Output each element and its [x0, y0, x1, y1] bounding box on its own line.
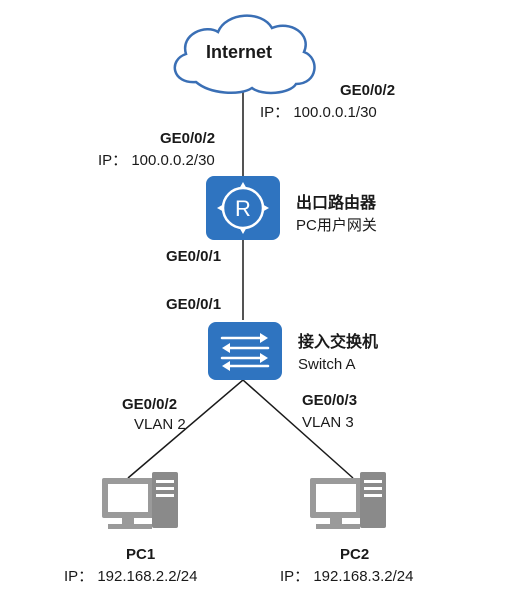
router-wan-port-ip: IP： 100.0.0.2/30: [98, 152, 215, 169]
switch-name: 接入交换机: [298, 334, 379, 351]
isp-port-ip: IP： 100.0.0.1/30: [260, 104, 377, 121]
link-switch-pc1: [127, 379, 244, 479]
pc1-link-port: GE0/0/2: [122, 396, 178, 413]
pc1-ip: IP： 192.168.2.2/24: [64, 568, 198, 585]
switch-model: Switch A: [298, 356, 356, 373]
pc2-ip: IP： 192.168.3.2/24: [280, 568, 414, 585]
router-icon: R: [206, 176, 280, 240]
internet-label: Internet: [206, 42, 273, 62]
pc2-link-vlan: VLAN 3: [302, 414, 354, 431]
internet-cloud-icon: [173, 14, 316, 95]
link-switch-pc2: [242, 379, 354, 479]
pc2-name: PC2: [340, 546, 370, 563]
pc2-link-port: GE0/0/3: [302, 392, 358, 409]
router-role: PC用户网关: [296, 217, 377, 234]
switch-icon: [208, 322, 282, 380]
router-lan-port-name: GE0/0/1: [166, 248, 222, 265]
isp-port-name: GE0/0/2: [340, 82, 396, 99]
switch-uplink-port-name: GE0/0/1: [166, 296, 222, 313]
router-wan-port-name: GE0/0/2: [160, 130, 216, 147]
svg-text:R: R: [235, 196, 251, 221]
pc2-computer-icon: [310, 472, 386, 529]
pc1-link-vlan: VLAN 2: [134, 416, 186, 433]
pc1-computer-icon: [102, 472, 178, 529]
router-name: 出口路由器: [296, 195, 377, 212]
pc1-name: PC1: [126, 546, 156, 563]
